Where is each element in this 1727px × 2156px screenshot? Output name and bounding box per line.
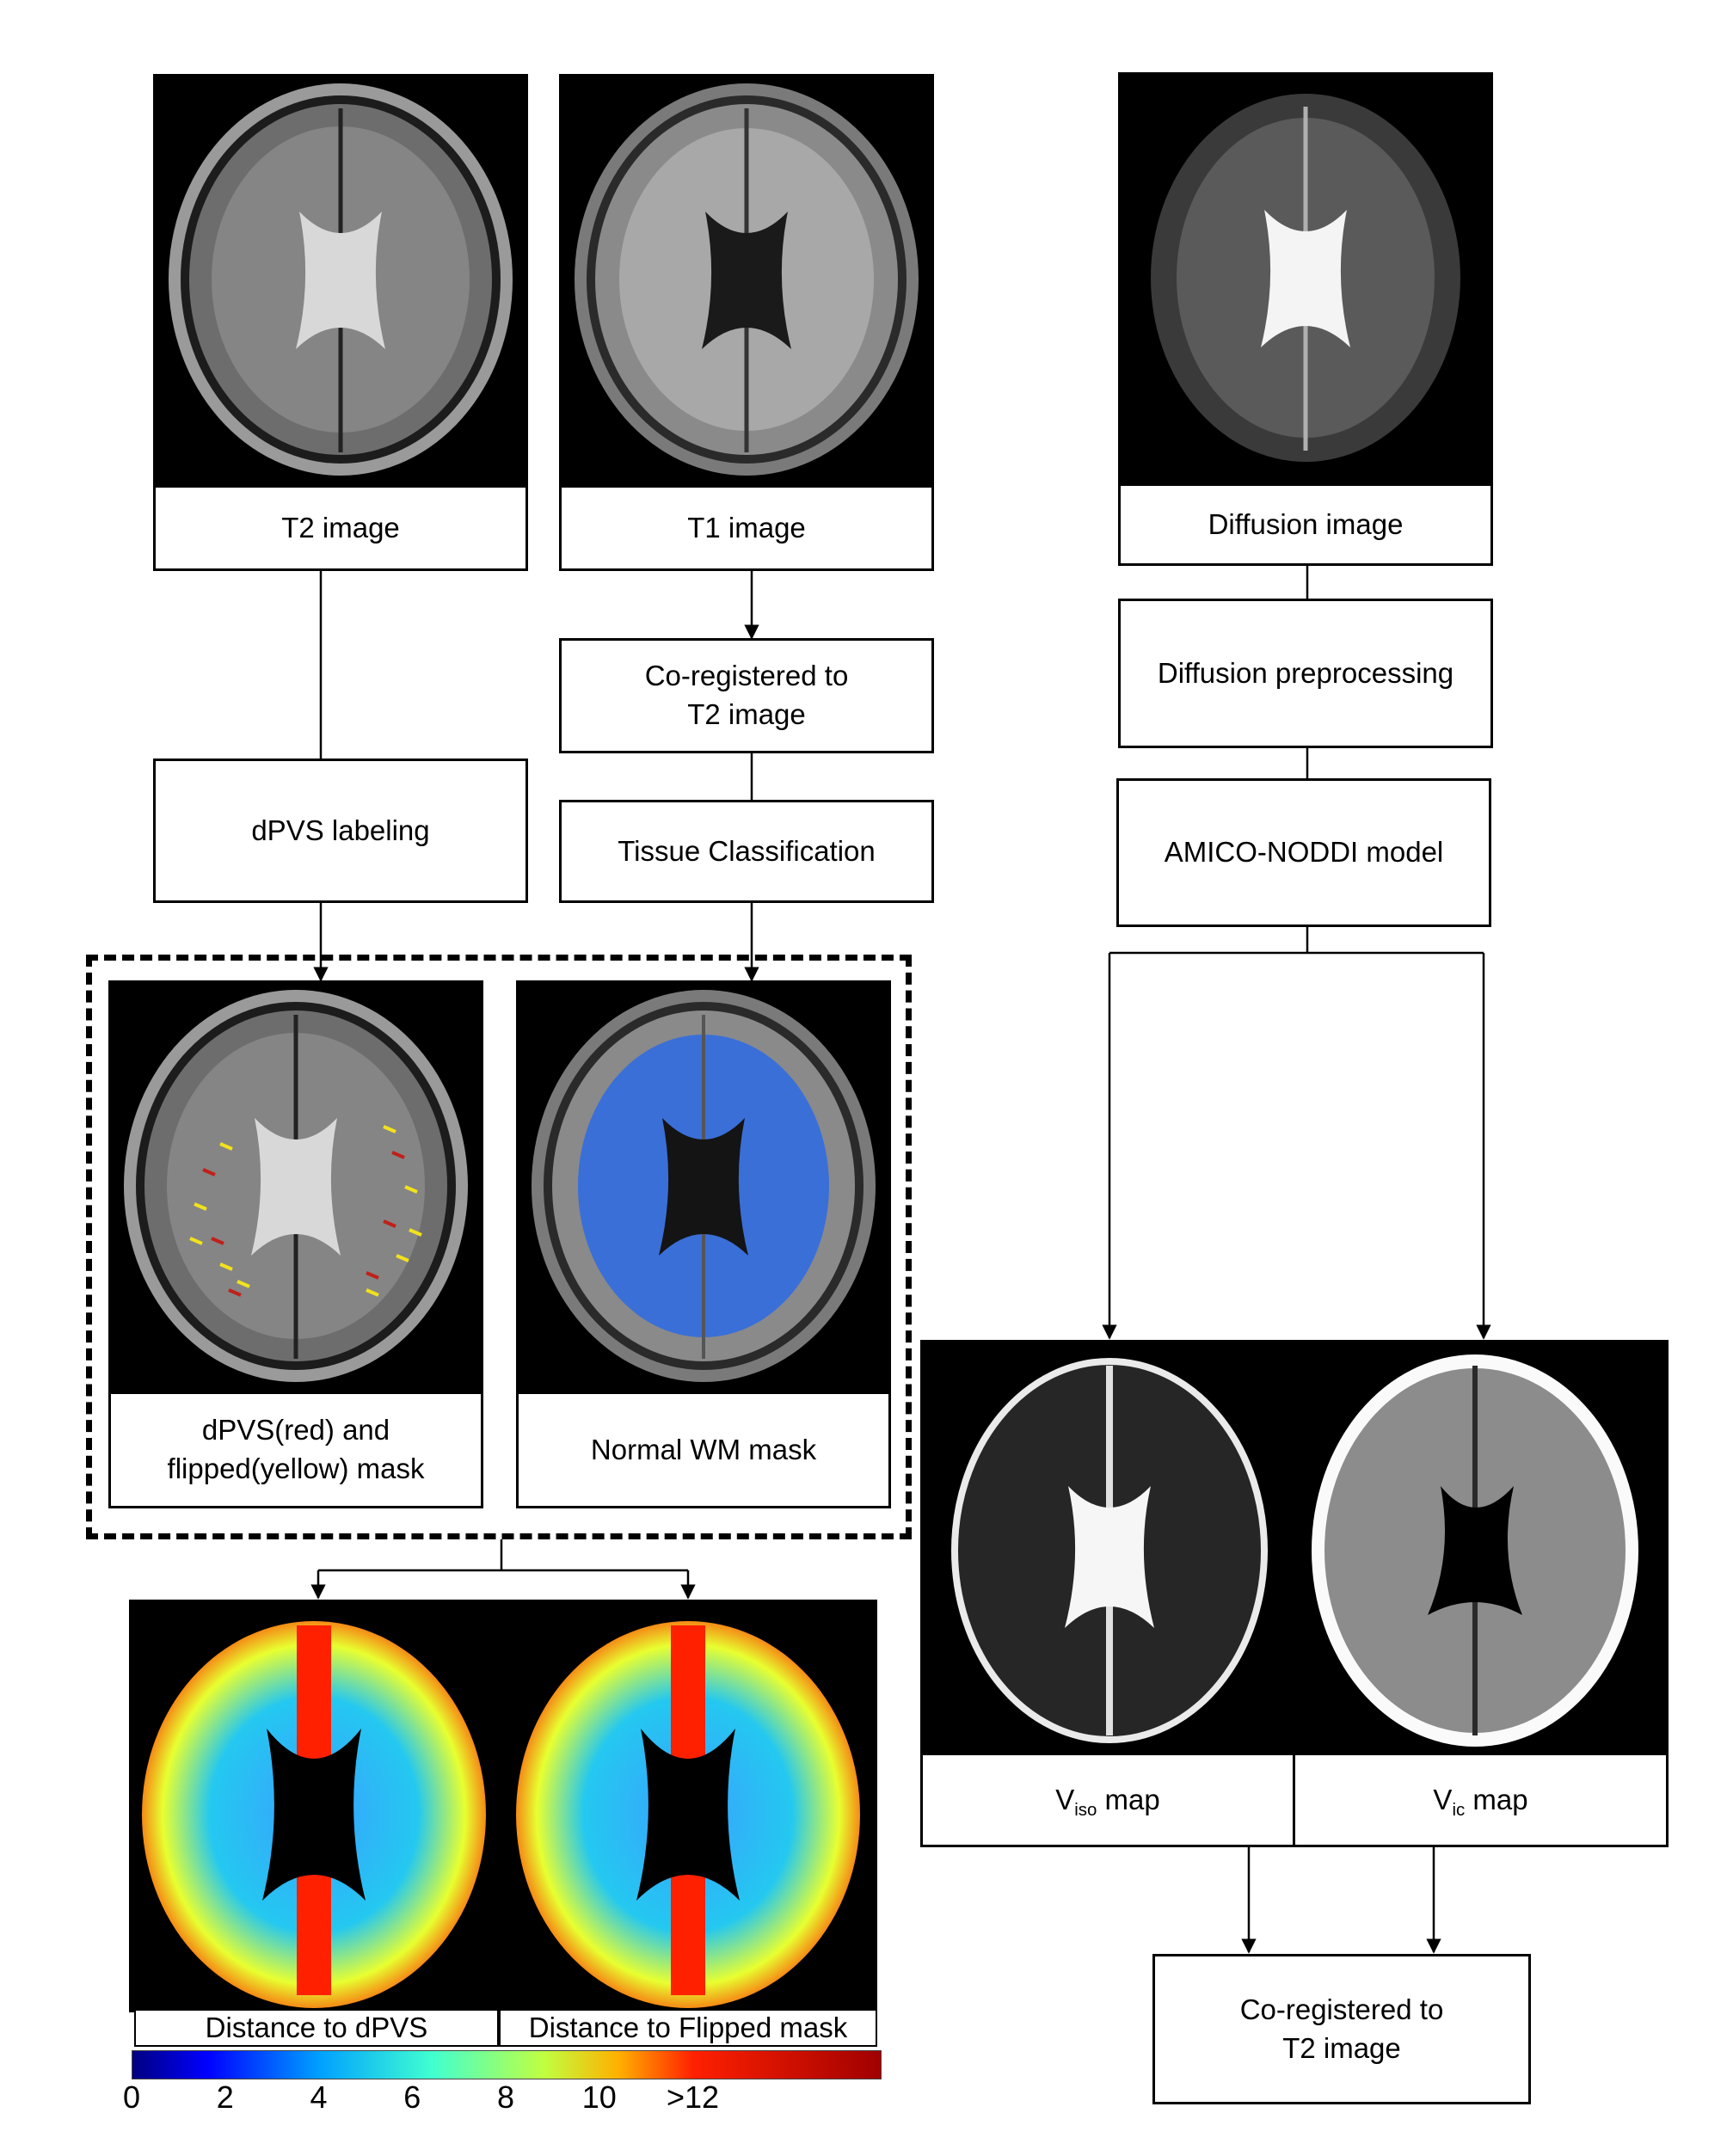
- amico-noddi-step: AMICO-NODDI model: [1116, 778, 1491, 927]
- dpvs-mark: [202, 1168, 216, 1176]
- vic-map-label: Vic map: [1293, 1753, 1669, 1847]
- dpvs-mask-image: [108, 980, 483, 1391]
- dpvs-mark: [391, 1151, 405, 1159]
- colorbar-tick-label: 8: [496, 2079, 515, 2115]
- diffusion-preprocessing-text: Diffusion preprocessing: [1157, 656, 1454, 689]
- distance-flipped-caption: Distance to Flipped mask: [499, 2009, 877, 2047]
- viso-map-text: Viso map: [1055, 1783, 1160, 1820]
- colorbar: [132, 2050, 882, 2079]
- t2-brain-image: [153, 74, 528, 485]
- flipped-mark: [366, 1288, 379, 1297]
- vic-subscript: ic: [1452, 1799, 1466, 1820]
- colorbar-tick-label: 0: [122, 2079, 141, 2115]
- flipped-mark: [404, 1185, 418, 1194]
- t2-label-text: T2 image: [281, 511, 400, 544]
- t2-image-label: T2 image: [153, 485, 528, 571]
- wm-mask-text: Normal WM mask: [590, 1433, 817, 1465]
- t1-label-text: T1 image: [687, 511, 806, 544]
- flipped-mark: [237, 1280, 250, 1288]
- vic-map-brain: [1312, 1354, 1638, 1747]
- t1-coreg-step: Co-registered to T2 image: [559, 638, 934, 753]
- diffusion-image-label: Diffusion image: [1118, 483, 1493, 566]
- flipped-mark: [396, 1254, 409, 1262]
- wm-mask-label: Normal WM mask: [516, 1391, 891, 1508]
- maps-coreg-line-2: T2 image: [1282, 2031, 1401, 2064]
- flipped-mark: [409, 1228, 422, 1237]
- dpvs-mark: [228, 1288, 242, 1297]
- distance-flipped-text: Distance to Flipped mask: [528, 2012, 848, 2043]
- mask-group-dashed-box: [86, 955, 912, 1539]
- flipped-mark: [189, 1237, 203, 1245]
- colorbar-tick-label: 4: [310, 2079, 328, 2115]
- distance-to-flipped-map: [516, 1621, 860, 2008]
- viso-map-label: Viso map: [920, 1753, 1295, 1847]
- viso-subscript: iso: [1074, 1799, 1097, 1820]
- flipped-mark: [219, 1142, 233, 1151]
- colorbar-tick-label: 6: [403, 2079, 421, 2115]
- flipped-mark: [194, 1202, 207, 1211]
- t1-coreg-line-2: T2 image: [687, 698, 806, 730]
- dpvs-mask-line-2: flipped(yellow) mask: [167, 1453, 425, 1484]
- amico-noddi-text: AMICO-NODDI model: [1164, 836, 1444, 869]
- distance-to-dpvs-map: [142, 1621, 486, 2008]
- t1-image-label: T1 image: [559, 485, 934, 571]
- colorbar-tick-label: 10: [581, 2079, 617, 2115]
- dpvs-mask-label: dPVS(red) and flipped(yellow) mask: [108, 1391, 483, 1508]
- maps-coreg-line-1: Co-registered to: [1239, 1993, 1444, 2025]
- dpvs-mask-line-1: dPVS(red) and: [201, 1414, 390, 1447]
- dpvs-labeling-step: dPVS labeling: [153, 759, 528, 903]
- distance-maps-image: [129, 1600, 877, 2012]
- dpvs-labeling-text: dPVS labeling: [251, 814, 430, 846]
- dpvs-mark: [383, 1219, 396, 1228]
- distance-dpvs-caption: Distance to dPVS: [134, 2009, 499, 2047]
- noddi-maps-image: [920, 1340, 1669, 1753]
- wm-mask-image: [516, 980, 891, 1391]
- t1-coreg-line-1: Co-registered to: [644, 660, 849, 692]
- diffusion-preprocessing-step: Diffusion preprocessing: [1118, 599, 1493, 748]
- colorbar-tick-label: >12: [666, 2079, 720, 2115]
- maps-coreg-step: Co-registered to T2 image: [1152, 1954, 1531, 2104]
- t1-brain-image: [559, 74, 934, 485]
- vic-map-text: Vic map: [1433, 1783, 1528, 1820]
- dpvs-mark: [366, 1271, 379, 1280]
- flipped-mark: [383, 1125, 396, 1133]
- flipped-mark: [219, 1262, 233, 1271]
- distance-dpvs-text: Distance to dPVS: [205, 2012, 428, 2043]
- dpvs-mark: [211, 1237, 224, 1245]
- tissue-classification-text: Tissue Classification: [618, 834, 876, 867]
- colorbar-tick-label: 2: [216, 2079, 234, 2115]
- diffusion-brain-image: [1118, 72, 1493, 483]
- tissue-classification-step: Tissue Classification: [559, 800, 934, 903]
- diffusion-label-text: Diffusion image: [1208, 507, 1404, 540]
- viso-map-brain: [951, 1358, 1268, 1743]
